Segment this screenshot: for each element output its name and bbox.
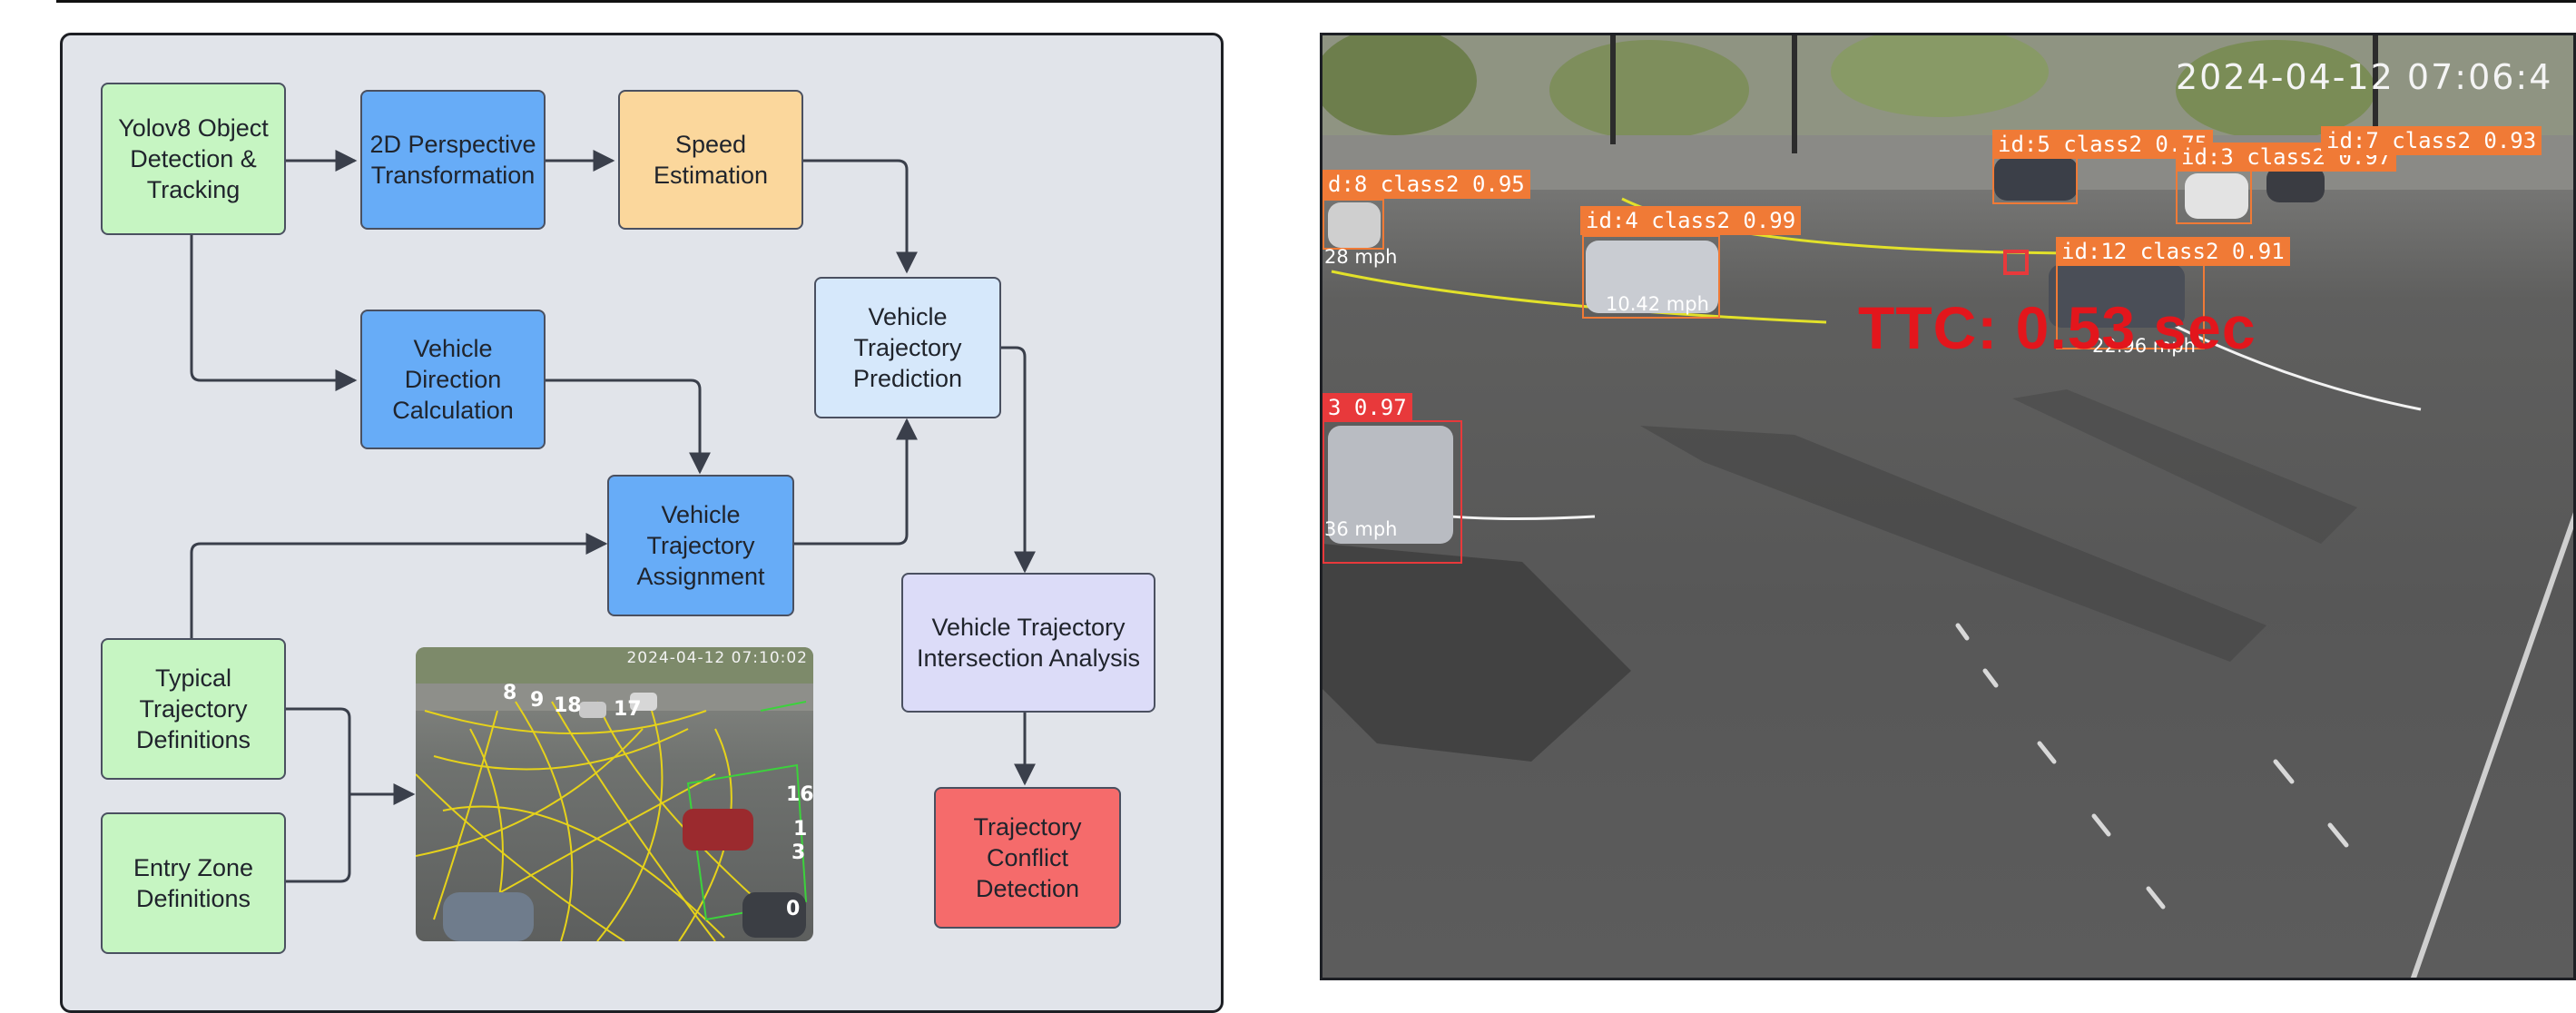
- top-rule: [56, 0, 2576, 3]
- detection-label-truck: 3 0.97: [1322, 393, 1412, 422]
- thumbnail-id-label: 1: [793, 818, 808, 841]
- thumbnail-id-label: 3: [791, 841, 806, 864]
- vehicle-3: [2185, 173, 2248, 219]
- thumbnail-id-label: 18: [554, 694, 582, 717]
- bbox-truck: [1322, 420, 1462, 564]
- node-perspective-transformation: 2D Perspective Transformation: [360, 90, 546, 230]
- node-entry-zone: Entry Zone Definitions: [101, 812, 286, 954]
- node-speed-estimation: Speed Estimation: [618, 90, 803, 230]
- bbox-vehicle-5: [1992, 153, 2078, 204]
- arrow-speed-prediction: [803, 159, 918, 274]
- connector-layer: [190, 150, 1036, 883]
- bbox-vehicle-3: [2176, 170, 2252, 224]
- thumbnail-id-label: 16: [786, 783, 813, 806]
- arrow-prediction-intersection: [1001, 346, 1036, 574]
- vehicle-8: [1328, 202, 1381, 248]
- node-trajectory-prediction: Vehicle Trajectory Prediction: [814, 277, 1001, 418]
- thumbnail-timestamp: 2024-04-12 07:10:02: [626, 649, 808, 667]
- thumbnail-id-label: 9: [530, 689, 545, 712]
- camera-scene: [1322, 35, 2573, 978]
- traffic-camera-frame: d:8 class2 0.95 id:4 class2 0.99 id:5 cl…: [1320, 33, 2576, 980]
- vehicle-12: [2049, 264, 2185, 328]
- thumbnail-id-label: 0: [786, 898, 801, 920]
- vehicle-4: [1586, 241, 1718, 313]
- speed-readout-8: 28 mph: [1324, 246, 1398, 268]
- arrow-direction-assignment: [546, 379, 711, 475]
- arrow-entry-thumbnail: [286, 794, 351, 883]
- node-direction-calculation: Vehicle Direction Calculation: [360, 310, 546, 449]
- time-to-collision-readout: TTC: 0.53 sec: [1858, 294, 2256, 361]
- thumbnail-scene: [416, 647, 813, 941]
- arrow-assignment-prediction: [794, 418, 918, 546]
- vehicle-truck: [1328, 426, 1453, 544]
- vehicle-5: [1994, 157, 2078, 201]
- trajectory-thumbnail: 2024-04-12 07:10:02 8 9 18 17 16 1 3 0: [416, 647, 813, 941]
- detection-label-4: id:4 class2 0.99: [1580, 206, 1802, 235]
- bbox-vehicle-8: [1322, 199, 1384, 250]
- thumbnail-id-label: 8: [503, 682, 517, 704]
- arrow-typical-thumbnail: [286, 707, 351, 794]
- detection-label-12: id:12 class2 0.91: [2056, 237, 2290, 266]
- node-trajectory-assignment: Vehicle Trajectory Assignment: [607, 475, 794, 616]
- speed-readout-truck: 36 mph: [1324, 518, 1398, 540]
- speed-readout-12: 22.96 mph: [2092, 335, 2196, 357]
- node-yolo-detection: Yolov8 Object Detection & Tracking: [101, 83, 286, 235]
- detection-label-7: id:7 class2 0.93: [2321, 126, 2542, 155]
- arrow-typical-assignment: [190, 533, 608, 638]
- pipeline-diagram: Yolov8 Object Detection & Tracking 2D Pe…: [60, 33, 1224, 1013]
- thumbnail-id-label: 17: [614, 698, 642, 721]
- vehicle-7: [2266, 166, 2325, 202]
- detection-label-8: d:8 class2 0.95: [1322, 170, 1530, 199]
- node-intersection-analysis: Vehicle Trajectory Intersection Analysis: [901, 573, 1155, 713]
- camera-timestamp: 2024-04-12 07:06:4: [2176, 57, 2553, 97]
- bbox-vehicle-4: [1582, 235, 1720, 319]
- node-conflict-detection: Trajectory Conflict Detection: [934, 787, 1121, 929]
- arrow-yolo-direction: [190, 235, 358, 391]
- node-typical-trajectory: Typical Trajectory Definitions: [101, 638, 286, 780]
- speed-readout-4: 10.42 mph: [1606, 293, 1709, 315]
